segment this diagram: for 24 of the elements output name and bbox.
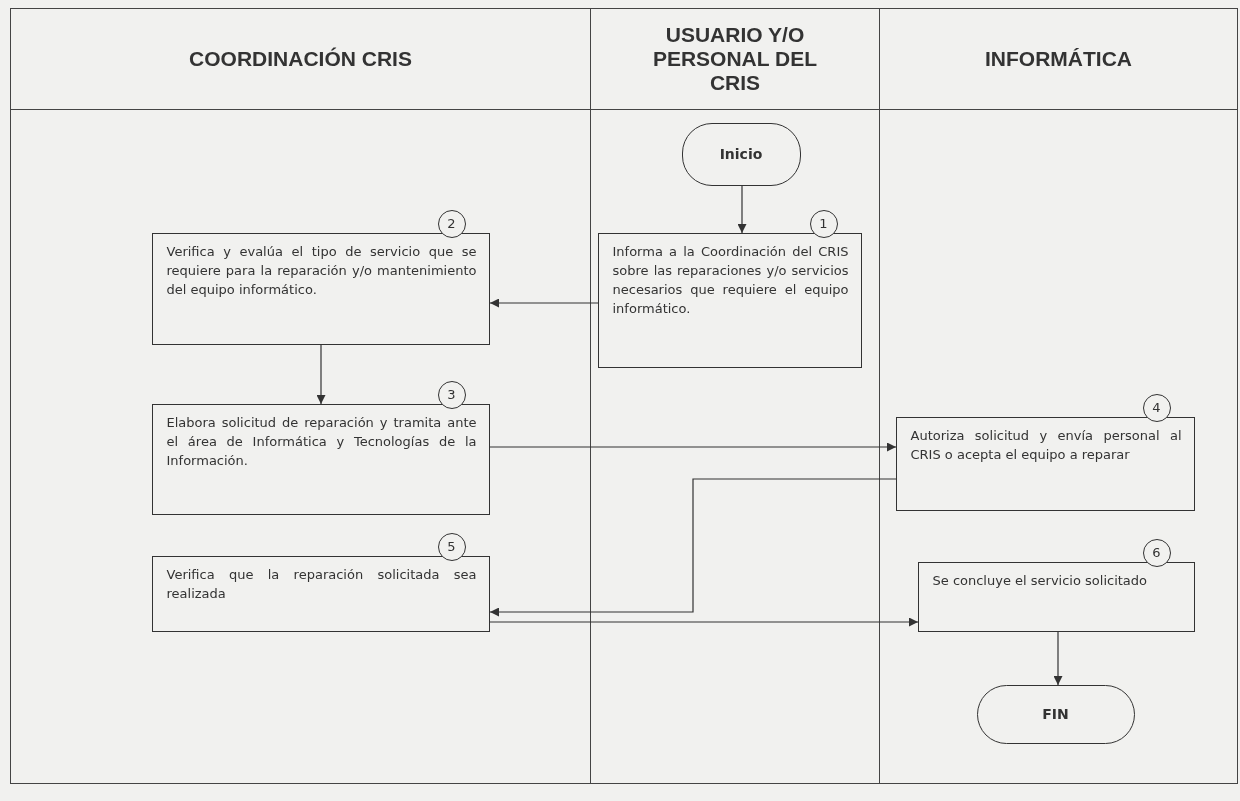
arrow <box>1053 631 1063 686</box>
step-number: 3 <box>437 380 466 409</box>
process-box: Autoriza solicitud y envía personal al CRIS o acepta el equipo a reparar <box>895 416 1195 511</box>
process-box: Verifica que la reparación solicitada sea realizada <box>151 555 490 632</box>
step-number: 4 <box>1142 393 1171 422</box>
arrow <box>316 344 326 405</box>
terminator-pill: Inicio <box>681 122 801 186</box>
step-number: 6 <box>1142 538 1171 567</box>
lane-header: INFORMÁTICA <box>880 9 1237 110</box>
step-number: 5 <box>437 532 466 561</box>
step-number: 1 <box>809 209 838 238</box>
process-box: Verifica y evalúa el tipo de servicio que se requiere para la reparación y/o mantenimiento del equipo informático. <box>151 232 490 345</box>
lane-header: USUARIO Y/O PERSONAL DEL CRIS <box>591 9 879 110</box>
arrow <box>489 442 897 452</box>
process-box: Elabora solicitud de reparación y tramita ante el área de Informática y Tecnologías de la Información. <box>151 403 490 515</box>
terminator-pill: FIN <box>976 684 1135 744</box>
process-box: Se concluye el servicio solicitado <box>917 561 1195 632</box>
lane-header: COORDINACIÓN CRIS <box>11 9 590 110</box>
arrow <box>489 298 599 308</box>
arrow <box>737 185 747 234</box>
process-box: Informa a la Coordinación del CRIS sobre las reparaciones y/o servicios necesarios que requiere el equipo informático. <box>597 232 862 368</box>
arrow <box>489 617 919 627</box>
step-number: 2 <box>437 209 466 238</box>
arrow <box>489 478 897 617</box>
